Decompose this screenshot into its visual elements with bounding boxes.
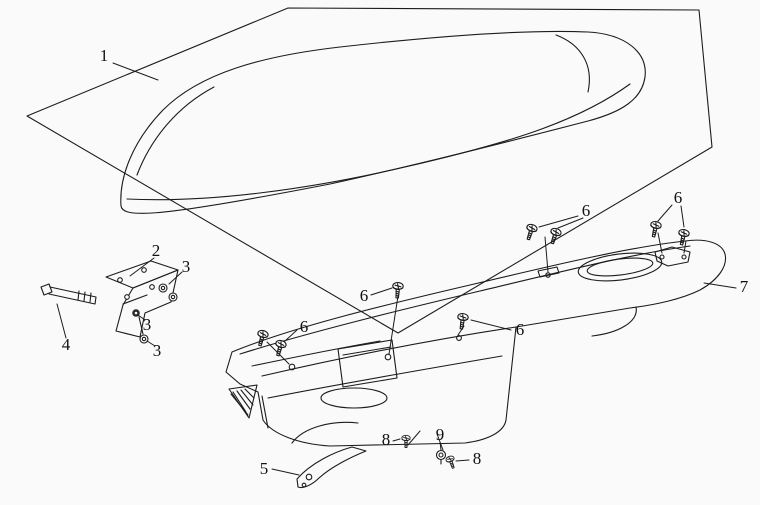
callout-7-body: 7 [740,277,749,296]
body-outline [225,239,727,447]
seat-catch-opening [337,339,398,388]
callout-labels: 1 2 3 3 3 4 6 6 6 6 6 7 5 8 9 8 [62,46,749,478]
callout-6-screw-a: 6 [582,201,591,220]
callout-8-screw-b: 8 [473,449,482,468]
callout-4-bolt: 4 [62,335,71,354]
nut-icon [139,334,149,344]
callout-6-screw-d: 6 [300,317,309,336]
fasteners-part-8-9 [401,434,458,470]
callout-6-screw-b: 6 [674,188,683,207]
tray-contour [251,340,381,367]
seat-outline [120,30,646,214]
round-opening [320,387,388,409]
bracket-fold-line [122,294,148,305]
latch-plate [654,246,691,267]
bracket-part-5 [296,446,367,489]
seat-rim-line [126,83,631,201]
bracket-part-2 [105,260,179,338]
bracket5-outline [296,446,367,489]
callout-3-nut-b: 3 [143,315,152,334]
box-bottom-arch [291,421,359,444]
bolt-threads [77,290,92,303]
hatch-lines [230,388,255,416]
callout-3-nut-c: 3 [153,341,162,360]
box-left-edge [261,395,269,429]
body-part-7 [225,239,727,447]
tray-front-edge [261,326,517,377]
nut-icon [158,283,168,293]
bolt-part-4 [40,283,97,305]
helmet-opening [577,252,663,282]
seat-side-contour [136,86,215,176]
callout-6-screw-c: 6 [360,286,369,305]
box-front-line [267,355,503,399]
assembly-lines [266,232,687,451]
leader-lines [56,62,737,476]
bracket-front-face [115,269,179,338]
seat-nose-seam [555,34,590,93]
callout-3-nut-a: 3 [182,257,191,276]
callout-9-spacer: 9 [436,425,445,444]
body-rim-line [239,245,691,355]
seat-part-1 [120,30,646,214]
callout-6-screw-e: 6 [516,320,525,339]
diagram-art [26,7,737,489]
bracket-stud [138,316,144,335]
nut-icon [168,292,178,302]
right-skirt [591,306,637,337]
slot-plate [537,266,560,278]
callout-1-seat: 1 [100,46,109,65]
helmet-opening-inner [586,257,654,277]
bolt-head [40,283,53,296]
bolt-shaft [48,286,97,305]
callout-5-bracket: 5 [260,459,269,478]
callout-2-bracket: 2 [152,241,161,260]
spacer-icon [435,449,447,465]
callout-8-screw-a: 8 [382,430,391,449]
